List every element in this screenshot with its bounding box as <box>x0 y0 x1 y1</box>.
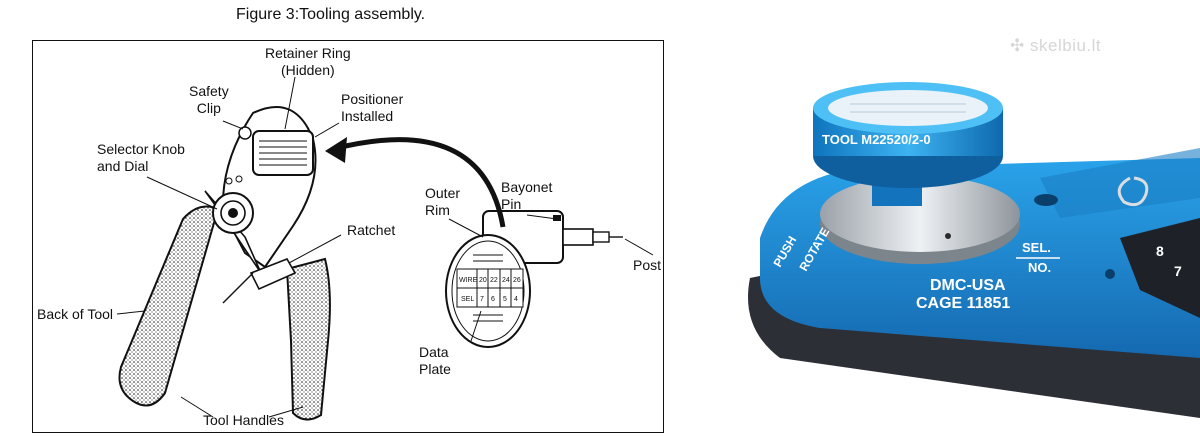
data-plate-wire-value: 22 <box>490 277 498 284</box>
selector-dial <box>1120 218 1200 318</box>
figure-caption: Figure 3:Tooling assembly. <box>236 6 426 23</box>
data-plate-sel-label: SEL <box>461 296 474 303</box>
safety-clip <box>238 126 252 140</box>
callout-positioner-installed: Positioner Installed <box>341 91 404 124</box>
callout-outer-rim: Outer Rim <box>425 185 461 218</box>
tool-line-drawing: WIRE 20 22 24 26 SEL 7 6 5 4 <box>116 76 654 421</box>
data-plate-wire-value: 24 <box>502 277 510 284</box>
tool-photo: 8 7 TOOL M22520/2-0 PUSH ROTATE SEL. NO.… <box>740 28 1200 428</box>
callout-back-of-tool: Back of Tool <box>37 306 114 322</box>
dial-digit: 8 <box>1156 243 1164 259</box>
callout-retainer-ring: Retainer Ring (Hidden) <box>265 45 351 78</box>
data-plate-wire-label: WIRE <box>459 277 478 284</box>
maker-label: DMC-USA <box>930 277 1006 294</box>
data-plate-sel-value: 6 <box>491 296 495 303</box>
watermark: ✣ skelbiu.lt <box>1010 36 1101 56</box>
callout-safety-clip: Safety Clip <box>189 83 229 116</box>
no-label: NO. <box>1028 260 1051 275</box>
watermark-flower-icon: ✣ <box>1010 36 1025 55</box>
back-of-tool-handle <box>118 205 220 407</box>
tooling-diagram: WIRE 20 22 24 26 SEL 7 6 5 4 <box>32 40 664 433</box>
right-tool-handle <box>285 257 331 421</box>
callout-tool-handles: Tool Handles <box>203 412 284 428</box>
ratchet-linkage <box>249 258 297 291</box>
knob-label: TOOL M22520/2-0 <box>822 132 931 147</box>
callout-data-plate: Data Plate <box>419 344 451 377</box>
leader-lines <box>116 76 654 418</box>
watermark-text: skelbiu.lt <box>1029 36 1102 55</box>
safety-clip-wire <box>1117 176 1149 207</box>
data-plate-sel-value: 4 <box>514 296 518 303</box>
tool-photo-illustration: 8 7 TOOL M22520/2-0 PUSH ROTATE SEL. NO.… <box>748 82 1200 418</box>
data-plate-wire-value: 20 <box>479 277 487 284</box>
selector-knob-and-dial <box>212 175 254 234</box>
callout-ratchet: Ratchet <box>347 222 396 238</box>
callout-post: Post <box>633 257 662 273</box>
install-arrow <box>332 137 506 228</box>
callout-selector-knob: Selector Knob and Dial <box>97 141 185 174</box>
installed-positioner <box>252 130 314 176</box>
sel-label: SEL. <box>1022 240 1051 255</box>
dial-digit: 7 <box>1174 263 1182 279</box>
data-plate-wire-value: 26 <box>513 277 521 284</box>
install-arrow-head <box>325 137 347 163</box>
cage-label: CAGE 11851 <box>916 295 1010 312</box>
data-plate-sel-value: 5 <box>503 296 507 303</box>
callout-bayonet-pin: Bayonet Pin <box>501 179 553 212</box>
data-plate-sel-value: 7 <box>480 296 484 303</box>
